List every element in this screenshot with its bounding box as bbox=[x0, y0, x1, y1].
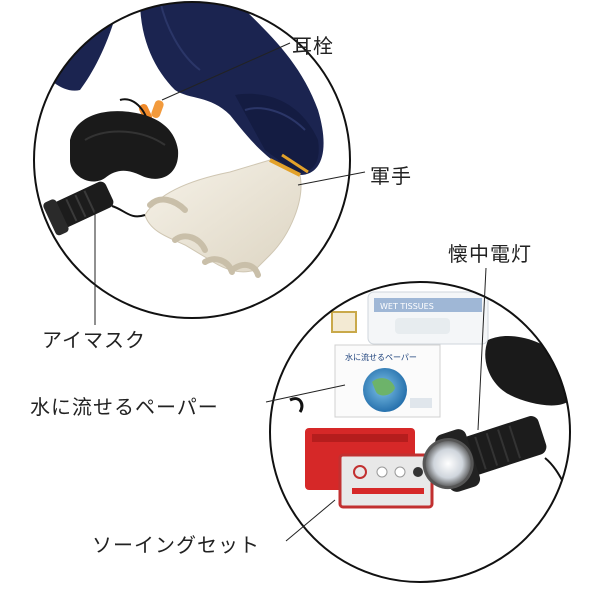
svg-text:水に流せるペーパー: 水に流せるペーパー bbox=[345, 352, 417, 362]
svg-text:WET TISSUES: WET TISSUES bbox=[380, 302, 434, 311]
label-earplug: 耳栓 bbox=[292, 34, 334, 58]
label-eye-mask: アイマスク bbox=[42, 328, 146, 352]
leader-paper bbox=[265, 384, 346, 403]
top-photo-group bbox=[34, 2, 350, 318]
top-circle-frame bbox=[33, 1, 351, 319]
leader-earplug bbox=[161, 42, 291, 101]
eye-mask bbox=[70, 111, 179, 182]
leader-gloves bbox=[297, 171, 366, 186]
leader-flashlight bbox=[477, 267, 487, 431]
flashlight-small bbox=[43, 181, 114, 236]
sewing-set bbox=[305, 428, 434, 509]
bottom-circle-frame bbox=[269, 281, 571, 583]
flashlight-large bbox=[422, 416, 547, 492]
label-flashlight: 懐中電灯 bbox=[448, 242, 532, 266]
leader-lines bbox=[94, 42, 487, 542]
flushable-paper-pack: 水に流せるペーパー bbox=[334, 344, 441, 418]
wet-tissues-pack: WET TISSUES bbox=[367, 291, 489, 345]
label-gloves: 軍手 bbox=[370, 164, 412, 188]
label-sewing-set: ソーイングセット bbox=[92, 533, 260, 557]
label-flushable-paper: 水に流せるペーパー bbox=[30, 395, 219, 419]
bottom-photo-group: WET TISSUES 水に流せるペーパー bbox=[270, 282, 570, 582]
leader-sewing bbox=[285, 499, 336, 542]
work-gloves bbox=[144, 153, 309, 278]
